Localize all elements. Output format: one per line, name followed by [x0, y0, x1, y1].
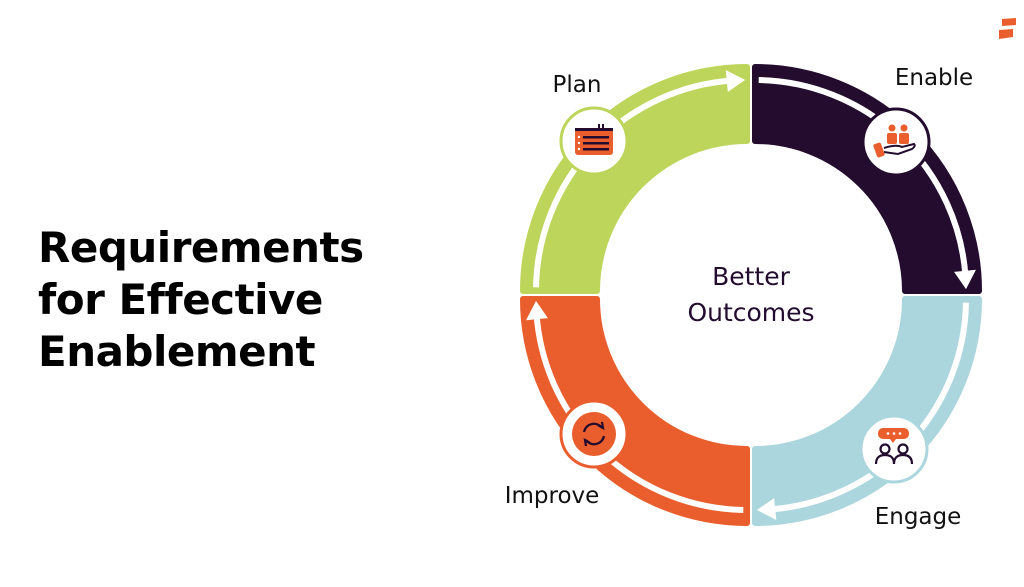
plan-icon-badge [559, 106, 629, 176]
title-line: Requirements [38, 223, 364, 272]
refresh-cycle-icon [582, 421, 606, 447]
brand-logo-icon [999, 18, 1016, 39]
arrowhead-icon [756, 498, 777, 520]
stage-segment-enable [752, 64, 982, 294]
center-line: Better [712, 262, 790, 291]
arrowhead-icon [954, 269, 976, 290]
stage-label-enable: Enable [894, 65, 974, 91]
people-chat-icon [874, 428, 914, 465]
stage-segment-engage [752, 296, 982, 526]
stage-segment-improve [520, 296, 750, 526]
page-title: Requirements for Effective Enablement [38, 222, 364, 378]
improve-icon-badge [559, 399, 629, 469]
stage-segment-plan [520, 64, 750, 294]
calendar-list-icon [575, 124, 613, 155]
stage-label-plan: Plan [552, 72, 602, 98]
arrowhead-icon [526, 300, 548, 321]
arrowhead-icon [725, 70, 746, 92]
stage-label-engage: Engage [874, 504, 962, 530]
center-line: Outcomes [687, 298, 815, 327]
title-line: for Effective [38, 275, 323, 324]
center-label: Better Outcomes [687, 259, 814, 331]
hand-with-people-icon [873, 124, 916, 158]
stage-label-improve: Improve [504, 483, 600, 509]
title-line: Enablement [38, 327, 316, 376]
enable-icon-badge [861, 107, 931, 177]
engage-icon-badge [859, 414, 929, 484]
